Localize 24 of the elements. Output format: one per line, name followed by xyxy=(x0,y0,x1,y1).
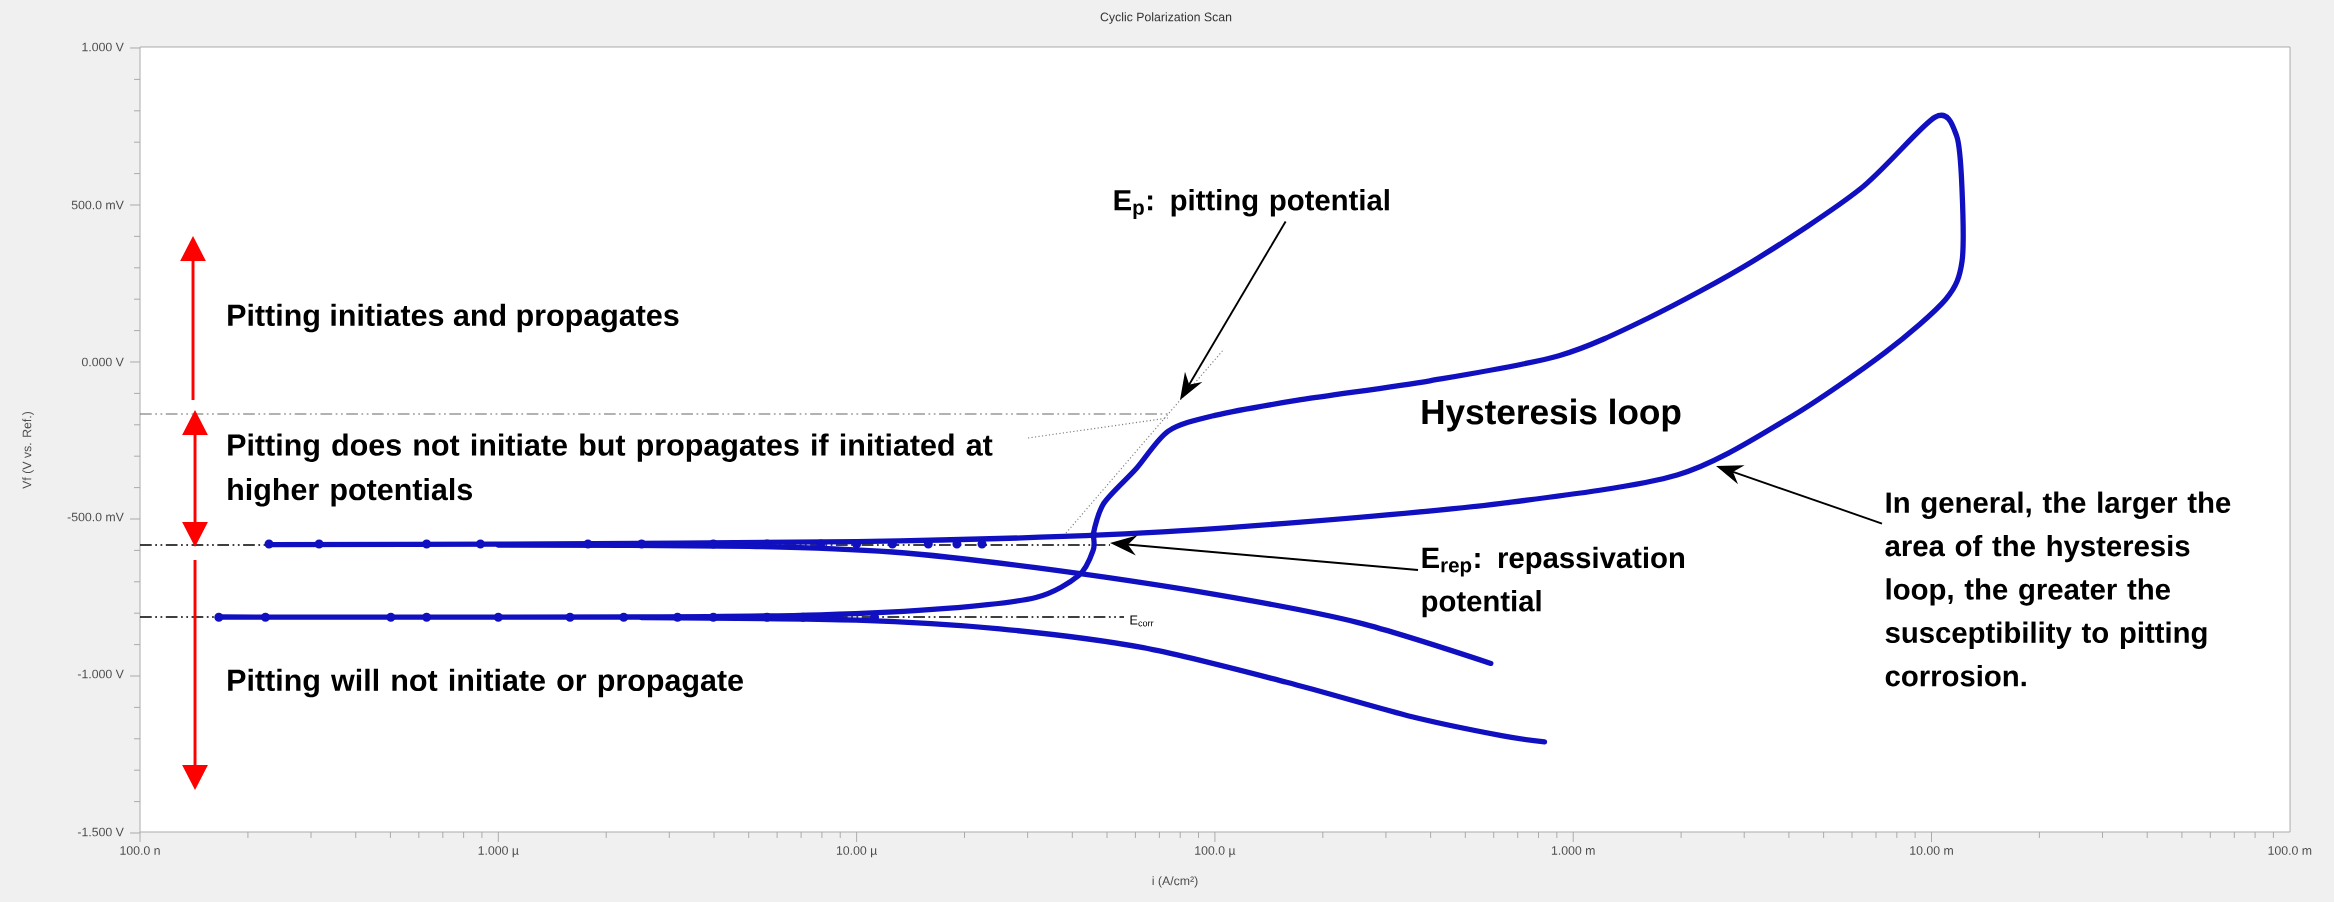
axis-tick-label: 10.00 µ xyxy=(836,846,877,858)
axis-tick-label: -1.000 V xyxy=(77,669,124,679)
region-label: Pitting will not initiate or propagate xyxy=(228,668,743,698)
axis-tick-label: 100.0 µ xyxy=(1195,846,1236,858)
axis-tick-label: 0.000 V xyxy=(81,357,124,367)
axis-tick-label: 1.000 V xyxy=(82,42,124,52)
callout-text: E$_{rep}$: repassivation potential xyxy=(1422,546,1685,618)
axis-tick-label: -500.0 mV xyxy=(67,512,124,522)
callout-text: In general, the larger the area of the hysteresis loop, the greater the susceptibility to pitting corrosion. xyxy=(1885,491,2231,687)
axis-tick-label: 10.00 m xyxy=(1910,846,1953,855)
axis-tick-label: 1.000 µ xyxy=(478,846,519,858)
loop-label: Hysteresis loop xyxy=(1422,398,1681,432)
axis-tick-label: 100.0 m xyxy=(2268,846,2312,855)
axis-tick-label: -1.500 V xyxy=(77,827,124,837)
region-label: Pitting initiates and propagates xyxy=(228,303,679,333)
axis-title: Vf (V vs. Ref.) xyxy=(22,411,34,489)
axis-title: i (A/cm²) xyxy=(1152,876,1198,888)
axis-tick-label: 100.0 n xyxy=(120,846,160,855)
axis-tick-label: 1.000 m xyxy=(1551,846,1595,855)
reference-line-label: E$_{corr}$ xyxy=(1130,615,1154,627)
callout-text: E$_{p}$: pitting potential xyxy=(1114,189,1389,219)
axis-tick-label: 500.0 mV xyxy=(71,200,124,210)
chart-title: Cyclic Polarization Scan xyxy=(1100,12,1232,24)
region-label: Pitting does not initiate but propagates if initiated at higher potentials xyxy=(228,433,993,507)
